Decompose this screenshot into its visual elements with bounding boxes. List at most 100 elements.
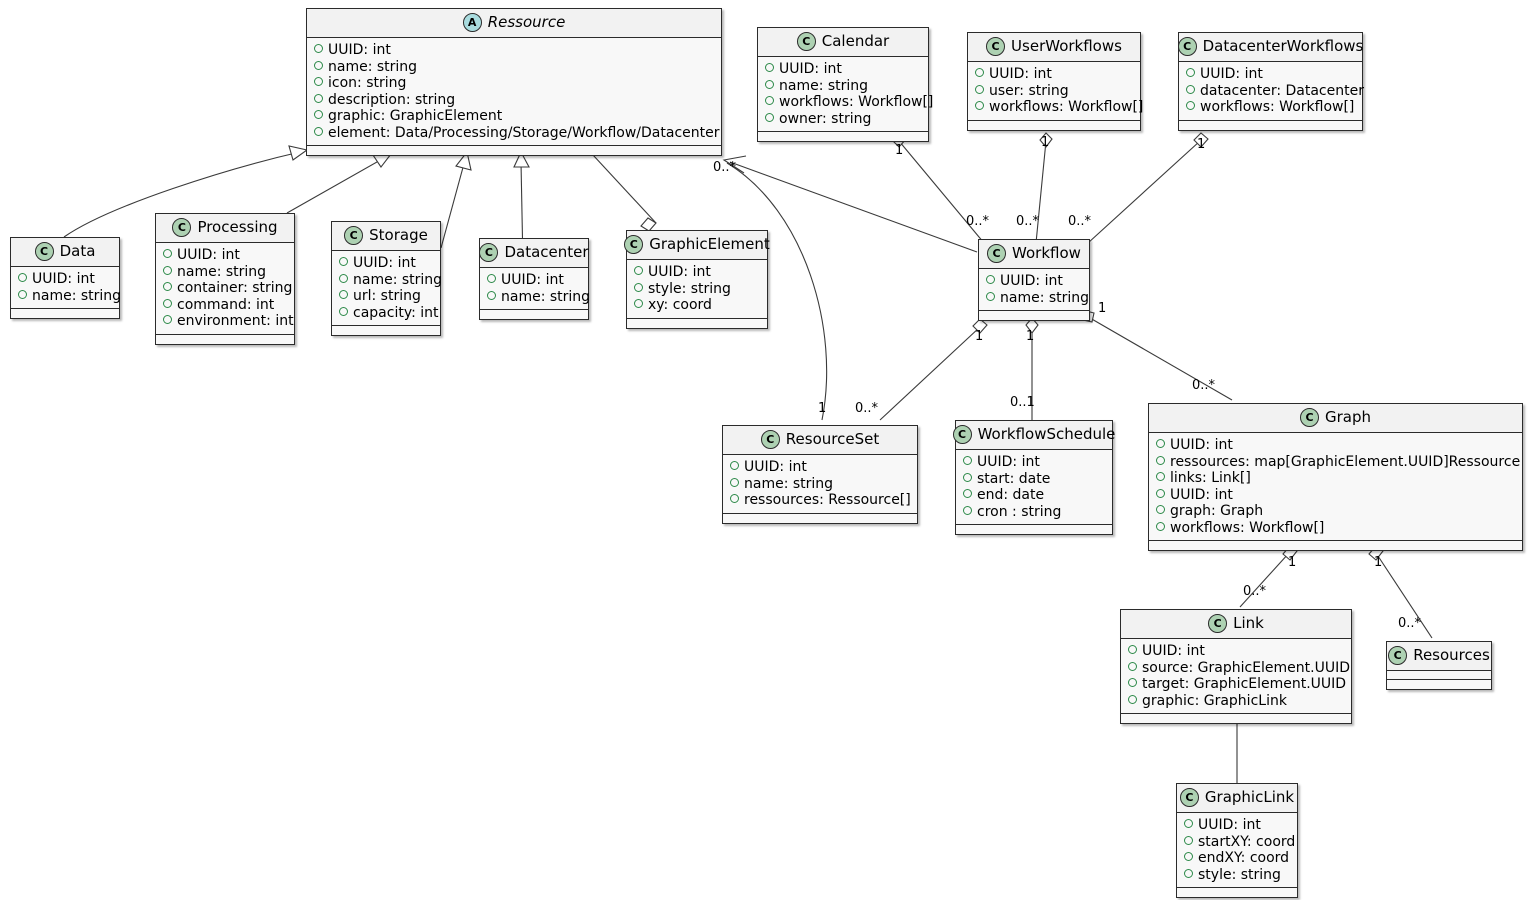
attribute-text: links: Link[] <box>1170 470 1251 486</box>
attribute-text: name: string <box>744 475 834 492</box>
attribute-row: links: Link[] <box>1156 470 1514 487</box>
attribute-row: ressources: map[GraphicElement.UUID]Ress… <box>1156 454 1520 471</box>
class-footer-processing <box>156 334 294 344</box>
attribute-row: endXY: coord <box>1184 850 1289 867</box>
edge-graphicelement-aggregates-ressource <box>592 154 657 224</box>
class-header-datacenter: C Datacenter <box>479 239 589 268</box>
attribute-row: target: GraphicElement.UUID <box>1128 676 1346 693</box>
visibility-public-icon <box>986 275 995 284</box>
visibility-public-icon <box>1184 819 1193 828</box>
class-datacenter[interactable]: C Datacenter UUID: int name: string <box>479 238 590 320</box>
attribute-text: capacity: int <box>353 304 439 321</box>
class-footer-data <box>11 309 119 318</box>
class-workflow[interactable]: C Workflow UUID: int name: string <box>978 239 1090 321</box>
visibility-public-icon <box>314 77 323 86</box>
attribute-row: source: GraphicElement.UUID <box>1128 660 1350 677</box>
attribute-row: graphic: GraphicElement <box>314 108 713 125</box>
class-name-workflow: Workflow <box>1012 244 1081 262</box>
class-graphicelement[interactable]: C GraphicElement UUID: int style: string… <box>624 230 770 329</box>
class-header-workflow: C Workflow <box>979 240 1089 269</box>
edge-graph-link <box>1239 552 1290 608</box>
attribute-row: element: Data/Processing/Storage/Workflo… <box>314 125 719 142</box>
class-userworkflows[interactable]: C UserWorkflows UUID: int user: string w… <box>967 32 1143 131</box>
attribute-text: container: string <box>177 280 293 296</box>
class-name-graphicelement: GraphicElement <box>649 235 770 253</box>
multiplicity-workflowschedule-one: 1 <box>1026 329 1035 344</box>
class-calendar[interactable]: C Calendar UUID: int name: string workfl… <box>757 27 933 142</box>
class-data[interactable]: C Data UUID: int name: string <box>10 237 121 319</box>
visibility-public-icon <box>314 110 323 119</box>
class-attributes-datacenter: UUID: int name: string <box>480 268 590 310</box>
class-processing[interactable]: C Processing UUID: int name: string cont… <box>155 213 295 345</box>
attribute-text: user: string <box>989 82 1069 99</box>
visibility-public-icon <box>1184 835 1193 845</box>
class-footer-datacenterworkflows <box>1179 120 1362 130</box>
multiplicity-link-many: 0..* <box>1243 584 1267 599</box>
visibility-public-icon <box>986 291 995 301</box>
visibility-public-icon <box>339 306 348 316</box>
attribute-row: workflows: Workflow[] <box>1186 99 1354 116</box>
attribute-text: UUID: int <box>1170 486 1233 503</box>
attribute-text: start: date <box>977 470 1051 487</box>
visibility-public-icon <box>18 273 27 282</box>
edge-userworkflows-workflow <box>1035 140 1047 244</box>
class-workflowschedule[interactable]: C WorkflowSchedule UUID: int start: date… <box>952 420 1115 535</box>
class-header-link: C Link <box>1121 610 1351 639</box>
multiplicity-userworkflows-one: 1 <box>1041 135 1050 150</box>
attribute-text: graphic: GraphicElement <box>328 108 503 124</box>
multiplicity-datacenterworkflows-one: 1 <box>1197 137 1206 152</box>
attribute-row: xy: coord <box>634 297 759 314</box>
attribute-row: name: string <box>765 78 920 95</box>
class-stereotype-icon: C <box>1208 614 1228 633</box>
attribute-text: datacenter: Datacenter <box>1200 82 1364 99</box>
class-stereotype-icon: C <box>1179 788 1199 807</box>
class-footer-workflowschedule <box>956 525 1112 534</box>
attribute-text: description: string <box>328 91 456 108</box>
class-header-workflowschedule: C WorkflowSchedule <box>952 421 1115 450</box>
multiplicity-resources-many: 0..* <box>1398 616 1422 631</box>
visibility-public-icon <box>163 265 172 275</box>
class-header-datacenterworkflows: C DatacenterWorkflows <box>1177 33 1363 62</box>
class-storage[interactable]: C Storage UUID: int name: string url: st… <box>331 221 442 336</box>
class-attributes-resources <box>1387 671 1491 680</box>
class-stereotype-icon: C <box>1177 37 1197 56</box>
multiplicity-workflow-from-calendar: 0..* <box>966 214 990 229</box>
visibility-public-icon <box>487 274 496 283</box>
attribute-row: name: string <box>314 59 713 76</box>
attribute-row: UUID: int <box>986 273 1081 290</box>
visibility-public-icon <box>339 290 348 299</box>
attribute-text: UUID: int <box>177 247 240 263</box>
class-graphiclink[interactable]: C GraphicLink UUID: int startXY: coord e… <box>1176 783 1298 898</box>
class-datacenterworkflows[interactable]: C DatacenterWorkflows UUID: int datacent… <box>1177 32 1364 131</box>
attribute-text: graph: Graph <box>1170 503 1264 519</box>
visibility-public-icon <box>1128 694 1137 704</box>
attribute-text: cron : string <box>977 503 1062 520</box>
class-name-ressource: Ressource <box>487 13 566 31</box>
class-link[interactable]: C Link UUID: int source: GraphicElement.… <box>1120 609 1352 724</box>
attribute-row: description: string <box>314 92 713 109</box>
edge-workflow-graph <box>1089 317 1233 401</box>
attribute-row: workflows: Workflow[] <box>765 94 933 111</box>
edge-datacenterworkflows-workflow <box>1087 140 1201 244</box>
attribute-row: UUID: int <box>765 61 920 78</box>
class-resources[interactable]: C Resources <box>1386 641 1492 690</box>
class-ressource[interactable]: A Ressource UUID: int name: string icon:… <box>306 8 722 156</box>
class-stereotype-icon: C <box>987 244 1007 263</box>
visibility-public-icon <box>1156 472 1165 481</box>
class-resourceset[interactable]: C ResourceSet UUID: int name: string res… <box>722 425 918 524</box>
attribute-row: UUID: int <box>1156 487 1514 504</box>
class-header-storage: C Storage <box>332 222 440 251</box>
class-stereotype-icon: C <box>796 32 816 51</box>
attribute-row: UUID: int <box>314 42 713 59</box>
class-footer-ressource <box>307 146 721 155</box>
multiplicity-workflow-from-user: 0..* <box>1016 214 1040 229</box>
visibility-public-icon <box>963 472 972 482</box>
attribute-text: name: string <box>779 77 869 94</box>
attribute-text: xy: coord <box>648 297 712 313</box>
attribute-text: source: GraphicElement.UUID <box>1142 659 1351 676</box>
attribute-text: name: string <box>328 58 418 75</box>
edge-calendar-workflow <box>898 140 985 244</box>
attribute-row: workflows: Workflow[] <box>1156 520 1514 537</box>
attribute-row: end: date <box>963 487 1104 504</box>
class-graph[interactable]: C Graph UUID: int ressources: map[Graphi… <box>1148 403 1523 551</box>
